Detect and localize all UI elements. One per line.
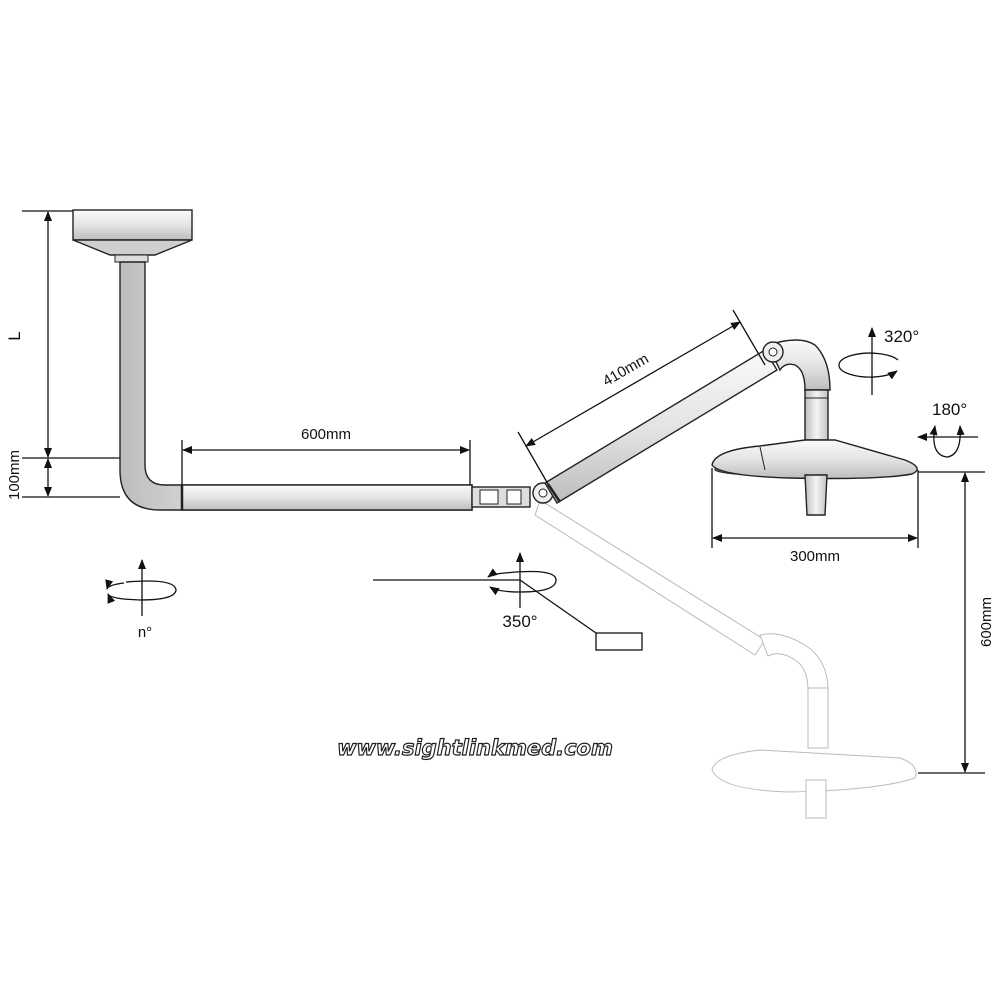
rotation-350: 350° (373, 552, 643, 651)
rotation-n: n° (105, 559, 177, 641)
rotation-label-350: 350° (502, 612, 537, 631)
ceiling-canopy (72, 209, 193, 263)
label-box (595, 632, 643, 651)
dimension-label-100mm: 100mm (6, 450, 23, 500)
watermark: www.sightlinkmed.com (337, 736, 613, 760)
dimension-label-600mm: 600mm (301, 426, 351, 443)
rotation-180: 180° (917, 400, 978, 458)
rotation-320: 320° (838, 327, 919, 395)
dimension-100mm: 100mm (6, 450, 120, 500)
lamp-head (711, 439, 918, 516)
dimension-label-410mm: 410mm (600, 350, 652, 390)
dimension-600mm-vertical: 600mm (918, 471, 995, 774)
dimension-600mm-arm: 600mm (181, 426, 471, 485)
ghost-lowered-arm (534, 499, 917, 819)
main-arm (119, 261, 554, 511)
dimension-300mm-head: 300mm (711, 468, 919, 565)
rotation-label-320: 320° (884, 327, 919, 346)
dimension-label-300mm: 300mm (790, 548, 840, 565)
rotation-label-n: n° (138, 624, 152, 641)
dimension-L: L (5, 210, 120, 459)
rotation-label-180: 180° (932, 400, 967, 419)
dimension-label-600mm-vertical: 600mm (978, 597, 995, 647)
dimension-label-L: L (5, 331, 24, 340)
